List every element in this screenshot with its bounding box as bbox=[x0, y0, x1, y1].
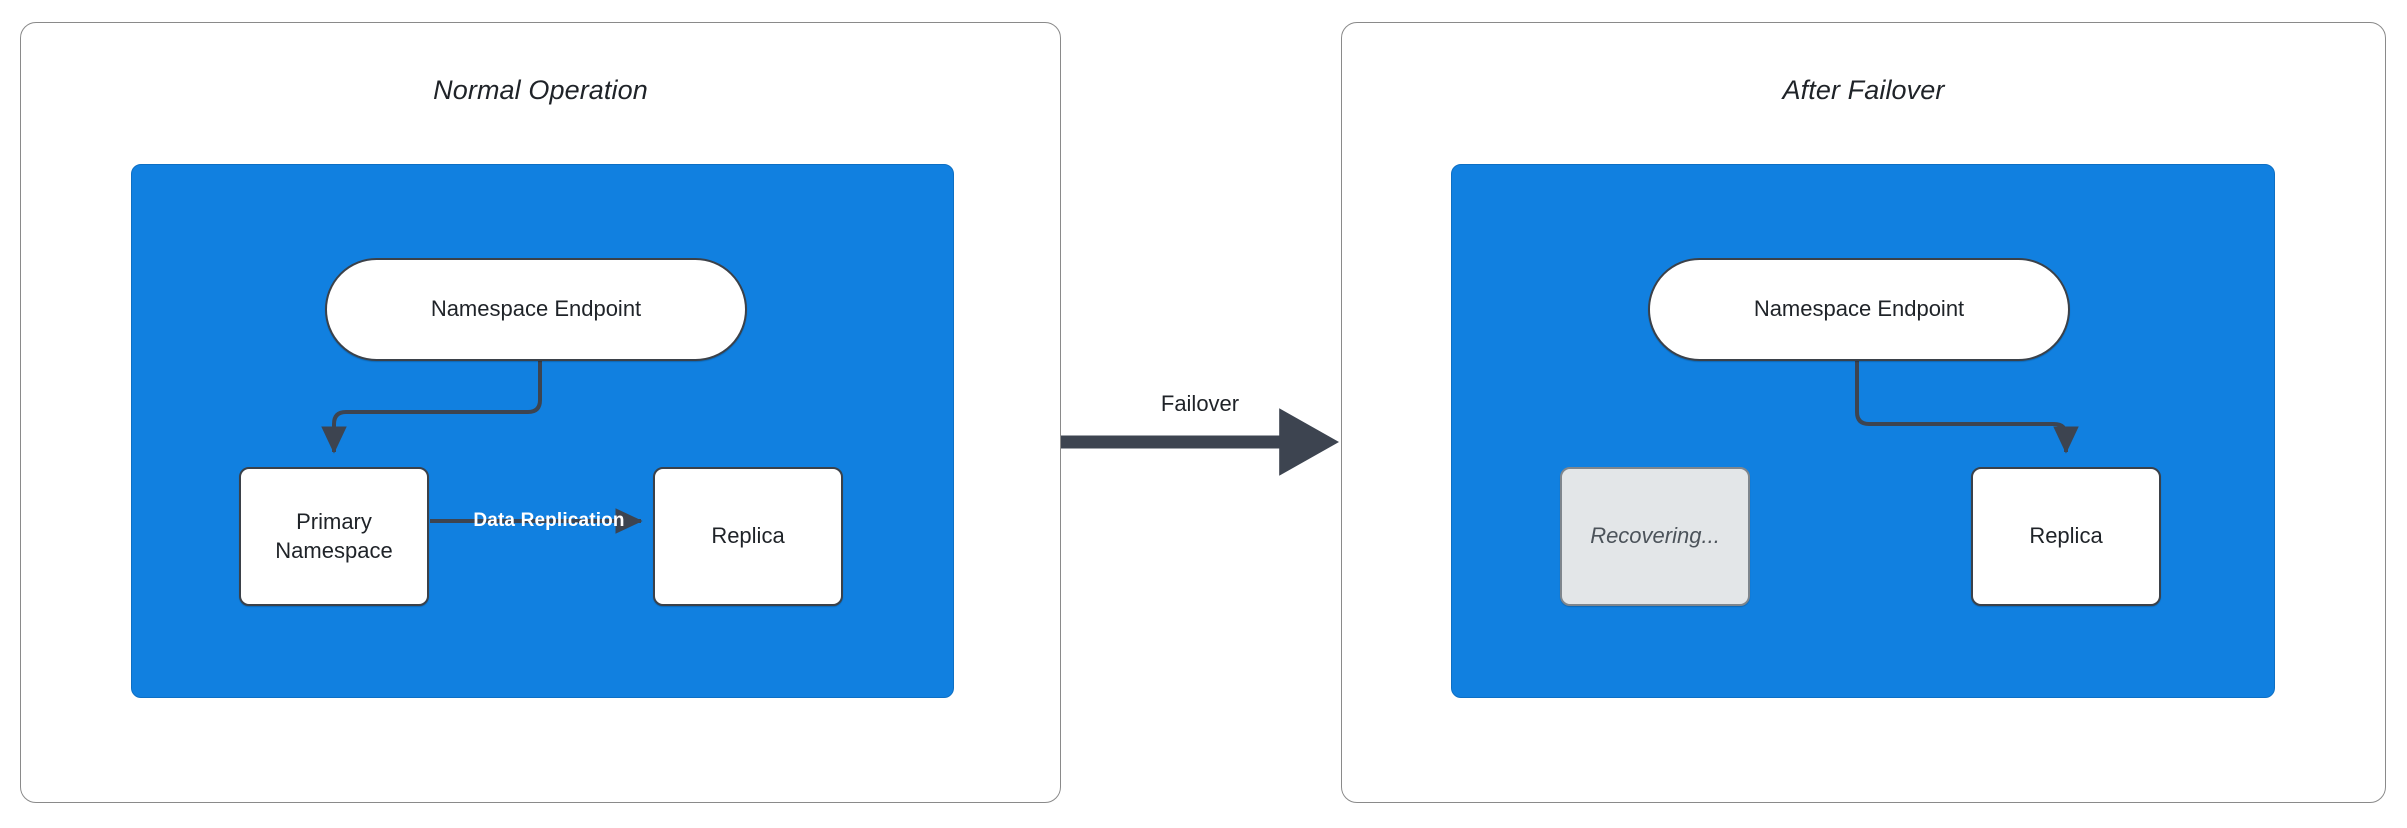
node-primary-namespace[interactable]: Primary Namespace bbox=[239, 467, 429, 606]
edge-endpoint-to-replica bbox=[1855, 361, 2079, 454]
edge-label-failover: Failover bbox=[1160, 391, 1240, 416]
node-label: Replica bbox=[2029, 523, 2103, 549]
node-recovering[interactable]: Recovering... bbox=[1560, 467, 1750, 606]
node-namespace-endpoint-right[interactable]: Namespace Endpoint bbox=[1648, 258, 2070, 361]
node-label: Replica bbox=[711, 523, 785, 549]
panel-title-normal-operation: Normal Operation bbox=[433, 75, 648, 105]
node-replica-left[interactable]: Replica bbox=[653, 467, 843, 606]
cluster-after-failover bbox=[1451, 164, 2275, 698]
node-label: Namespace Endpoint bbox=[1753, 296, 1965, 322]
panel-title-after-failover: After Failover bbox=[1782, 75, 1945, 105]
node-label: Namespace Endpoint bbox=[430, 296, 642, 322]
node-replica-right[interactable]: Replica bbox=[1971, 467, 2161, 606]
panel-after-failover: After Failover bbox=[1341, 22, 2386, 803]
cluster-normal-operation bbox=[131, 164, 954, 698]
node-label: Recovering... bbox=[1590, 523, 1720, 549]
node-namespace-endpoint-left[interactable]: Namespace Endpoint bbox=[325, 258, 747, 361]
edge-endpoint-to-primary bbox=[321, 361, 542, 454]
panel-normal-operation: Normal Operation bbox=[20, 22, 1061, 803]
edge-label-data-replication: Data Replication bbox=[473, 510, 625, 531]
node-label: Primary Namespace bbox=[275, 509, 393, 563]
